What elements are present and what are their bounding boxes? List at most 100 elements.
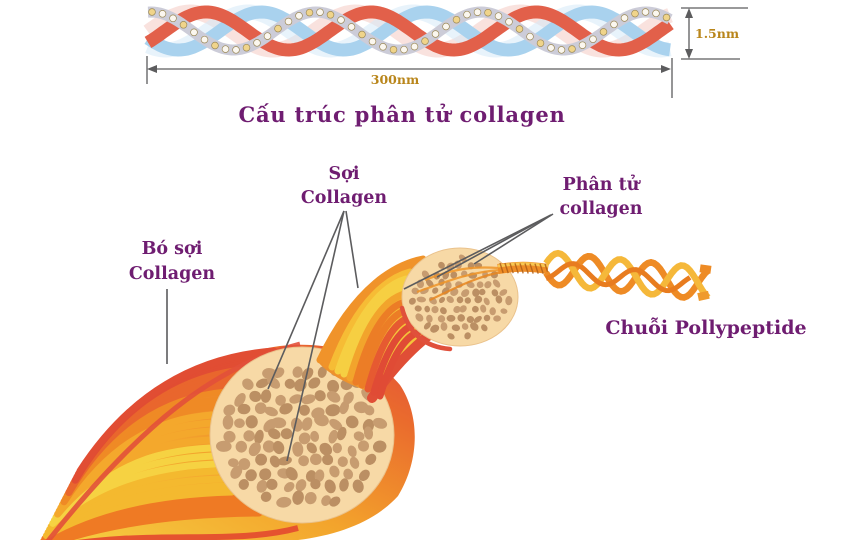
amino-acid-bead [326, 11, 335, 19]
rope-twist-hatch [524, 263, 529, 274]
amino-acid-bead [358, 30, 366, 39]
fibril-dot [478, 288, 486, 296]
amino-acid-bead [620, 14, 629, 22]
leader-lines [166, 210, 554, 462]
amino-acid-bead [484, 8, 492, 17]
fibril-dot [310, 478, 321, 490]
amino-acid-bead [263, 32, 272, 40]
fibril-dot [234, 418, 245, 429]
leader-line-fiber-3 [345, 210, 359, 289]
amino-acid-bead [631, 9, 639, 18]
fibril-dot [310, 430, 320, 442]
fibril-dot [275, 394, 286, 406]
fibril-dot [499, 289, 508, 296]
bundle-fiber [76, 347, 278, 475]
fibril-dot [329, 465, 340, 478]
dimension-annotations: 300nm 1.5nm [146, 7, 748, 98]
fibril-dot [292, 366, 303, 378]
rope-twist-hatch [529, 263, 534, 274]
fibril-dot [310, 453, 322, 466]
amino-acid-bead [526, 32, 534, 41]
fibril-dot [489, 307, 496, 316]
fibril-dot [238, 458, 251, 471]
fibril-dot [352, 479, 364, 493]
fibril-dot [235, 440, 248, 453]
amino-acid-bead [662, 13, 671, 22]
fibril-dot [329, 496, 341, 507]
leader-line-fiber-2 [286, 210, 345, 462]
fibril-dot [450, 271, 458, 279]
fibril-dot [440, 322, 448, 331]
fibril-dot [432, 287, 439, 294]
fibril-dot [314, 413, 329, 427]
fibril-dot [223, 404, 236, 416]
fibril-dot [408, 297, 416, 305]
fibril-dot [415, 313, 424, 322]
fibril-dot [254, 402, 267, 415]
fibril-dot [438, 261, 445, 269]
fibril-dot [260, 491, 272, 502]
rope-twist-hatch [539, 263, 544, 275]
arrowhead-up-icon [685, 8, 693, 18]
fibril-dot [284, 378, 296, 389]
neck-fiber [334, 275, 410, 375]
amino-acid-bead [494, 12, 503, 20]
fibril-dot [456, 296, 464, 304]
fibril-dot [451, 324, 461, 332]
rope-twist-hatch [534, 263, 539, 274]
fibril-dot [243, 430, 255, 442]
leader-line-fiber-1 [267, 210, 345, 390]
amino-acid-bead [652, 9, 660, 18]
fibril-dot [260, 389, 272, 403]
fibril-dot [483, 297, 490, 306]
fibril-dot [491, 289, 499, 297]
fibril-dot [337, 456, 348, 467]
fibril-dot [423, 322, 431, 330]
bundle-fiber [51, 509, 263, 540]
fibril-dot [222, 414, 234, 430]
fibril-dot [280, 428, 293, 440]
fibril-dot [319, 442, 333, 456]
amino-acid-bead [463, 10, 471, 19]
fibril-dot [308, 377, 321, 389]
fibril-dot [372, 440, 387, 453]
fibril-dot [268, 428, 281, 440]
fibril-dot [283, 482, 295, 493]
neck-fiber [340, 283, 407, 378]
fibril-dot [228, 458, 239, 468]
amino-acid-bead [379, 43, 387, 51]
fibril-dot [438, 296, 446, 304]
fibril-dot [481, 324, 488, 332]
amino-acid-bead [284, 17, 293, 26]
amino-acid-bead [557, 46, 566, 54]
amino-acid-bead [589, 35, 597, 43]
fibril-dot [347, 445, 357, 458]
fibril-dot [461, 323, 469, 330]
amino-acid-bead [274, 24, 282, 33]
amino-acid-bead [200, 35, 209, 44]
molecule-label-line2: collagen [559, 199, 642, 219]
fibril-dot [473, 315, 482, 323]
amino-acid-bead [389, 45, 398, 54]
amino-acid-bead [568, 45, 576, 53]
rope-twist-hatch [519, 263, 524, 274]
fibril-dot [500, 308, 508, 314]
fibril-dot [272, 440, 285, 455]
fibril-dot [431, 305, 439, 314]
fibril-dot [464, 297, 472, 304]
amino-acid-bead [578, 41, 587, 49]
amino-acid-bead [169, 14, 177, 23]
fibril-dot [266, 478, 278, 490]
fibril-dot [267, 376, 281, 389]
fibril-dot [493, 315, 501, 322]
amino-acid-bead [641, 8, 650, 16]
amino-acid-bead [211, 41, 219, 50]
amino-acid-bead [316, 8, 324, 16]
polypeptide-end-stub [697, 290, 710, 301]
fibril-dot [364, 405, 375, 416]
rope-twist-hatch [509, 262, 514, 274]
fibril-dot [304, 491, 317, 505]
fibril-dot [425, 279, 434, 288]
bundle-edge-bottom [77, 525, 299, 540]
